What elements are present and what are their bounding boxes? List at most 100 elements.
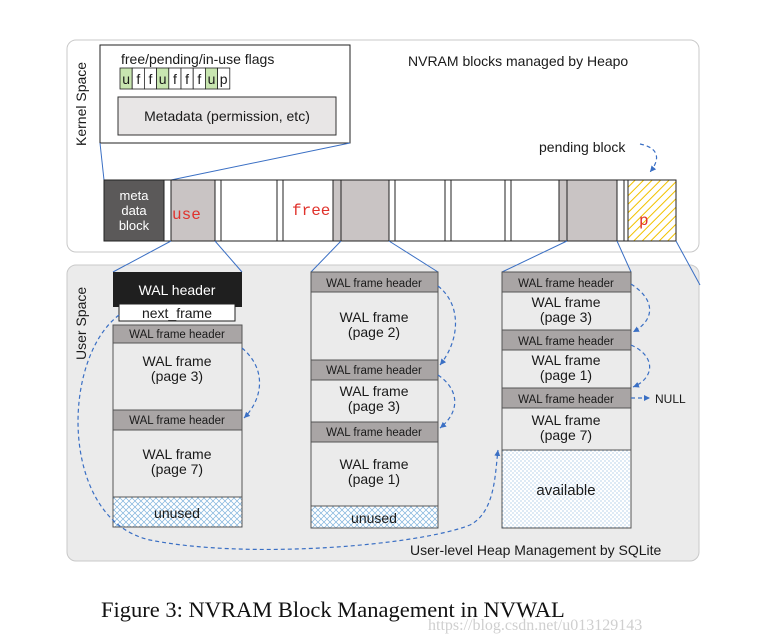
frame-header-label: WAL frame header (129, 415, 225, 427)
wal-frame-page: (page 3) (348, 398, 400, 414)
next-frame-long-arrow (77, 314, 501, 551)
flag-letter: u (159, 71, 167, 87)
wal-column-3: WAL frame header WAL frame (page 3) WAL … (501, 271, 632, 529)
block-in-use-1 (170, 179, 216, 242)
frame-header-label: WAL frame header (326, 365, 422, 377)
unused-area (310, 505, 439, 529)
meta-block-line2: data (121, 203, 147, 218)
block-free-label: free (292, 202, 330, 220)
callout-line-right (170, 142, 351, 181)
flag-letter: f (197, 71, 201, 87)
wal-frame-label: WAL frame (532, 352, 601, 368)
nvram-block-row: meta data block use free p (103, 179, 677, 242)
block-sep (504, 179, 512, 242)
wal-column-2: WAL frame header WAL frame (page 2) WAL … (310, 271, 439, 529)
wal-frame-page: (page 1) (348, 471, 400, 487)
block-sep (558, 179, 568, 242)
kernel-space-label: Kernel Space (73, 62, 89, 146)
block-free-4 (450, 179, 506, 242)
metadata-box-label: Metadata (permission, etc) (144, 108, 310, 124)
flag-letter: f (136, 71, 140, 87)
wal-frame-label: WAL frame (532, 294, 601, 310)
wal-frame-label: WAL frame (143, 353, 212, 369)
wal-frame-page: (page 7) (151, 461, 203, 477)
wal-frame (112, 342, 243, 411)
frame-header-label: WAL frame header (326, 278, 422, 290)
wal-frame-label: WAL frame (340, 309, 409, 325)
wal-header (113, 272, 242, 307)
block-sep (388, 179, 396, 242)
wal-frame-page: (page 3) (540, 309, 592, 325)
unused-label: unused (351, 510, 397, 526)
map-line (112, 240, 172, 273)
flag-letter: f (173, 71, 177, 87)
wal-frame (310, 291, 439, 361)
wal-frame-label: WAL frame (532, 412, 601, 428)
block-free-5 (510, 179, 560, 242)
block-sep (332, 179, 342, 242)
user-space-label: User Space (73, 287, 89, 360)
next-frame-field (118, 303, 236, 322)
pending-block-label: pending block (539, 139, 626, 155)
frame-header-label: WAL frame header (518, 336, 614, 348)
block-in-use-2 (340, 179, 390, 242)
wal-frame (112, 429, 243, 498)
map-line (675, 240, 701, 286)
heap-title: User-level Heap Management by SQLite (410, 542, 662, 558)
metadata-box (117, 96, 337, 136)
wal-frame-page: (page 2) (348, 324, 400, 340)
wal-frame-label: WAL frame (340, 456, 409, 472)
wal-frame-page: (page 3) (151, 368, 203, 384)
block-sep (163, 179, 172, 242)
flag-letter: f (149, 71, 153, 87)
wal-frame (310, 441, 439, 507)
flag-letter: p (220, 71, 228, 87)
wal-frame-label: WAL frame (340, 383, 409, 399)
map-line (388, 240, 439, 273)
callout-line-left (99, 142, 105, 181)
block-sep (444, 179, 452, 242)
heapo-title: NVRAM blocks managed by Heapo (408, 53, 628, 69)
unused-label: unused (154, 505, 200, 521)
wal-frame (310, 379, 439, 423)
block-sep (623, 179, 629, 242)
flags-title: free/pending/in-use flags (121, 51, 274, 67)
flag-letter: u (208, 71, 216, 87)
map-line (616, 240, 632, 273)
map-line (214, 240, 243, 273)
link-arrow (241, 347, 261, 419)
map-line (310, 240, 342, 273)
block-free-2 (282, 179, 334, 242)
next-frame-label: next_frame (142, 305, 212, 321)
wal-frame (501, 291, 632, 331)
frame-header-label: WAL frame header (326, 427, 422, 439)
wal-header-label: WAL header (139, 282, 216, 298)
link-arrow (437, 285, 457, 366)
block-use-label: use (172, 206, 201, 224)
block-pending (627, 179, 677, 242)
link-arrow (630, 283, 651, 333)
meta-block-line1: meta (120, 188, 150, 203)
map-line (501, 240, 568, 273)
figure-caption: Figure 3: NVRAM Block Management in NVWA… (101, 597, 565, 622)
block-sep (276, 179, 284, 242)
frame-header-label: WAL frame header (518, 278, 614, 290)
wal-frame (501, 349, 632, 389)
unused-area (112, 496, 243, 528)
wal-frame-label: WAL frame (143, 446, 212, 462)
wal-frame (501, 407, 632, 451)
link-arrow (630, 344, 651, 388)
wal-frame-page: (page 7) (540, 427, 592, 443)
meta-data-block (103, 179, 165, 242)
frame-header-label: WAL frame header (129, 329, 225, 341)
frame-links (77, 283, 651, 551)
watermark: https://blog.csdn.net/u013129143 (428, 617, 642, 634)
available-area (501, 449, 632, 529)
flag-letter: f (185, 71, 189, 87)
null-label: NULL (655, 392, 686, 406)
flag-cell (217, 67, 231, 90)
link-arrow (437, 374, 456, 429)
available-label: available (536, 482, 595, 499)
wal-column-1: WAL header next_frame WAL frame header W… (112, 272, 243, 528)
